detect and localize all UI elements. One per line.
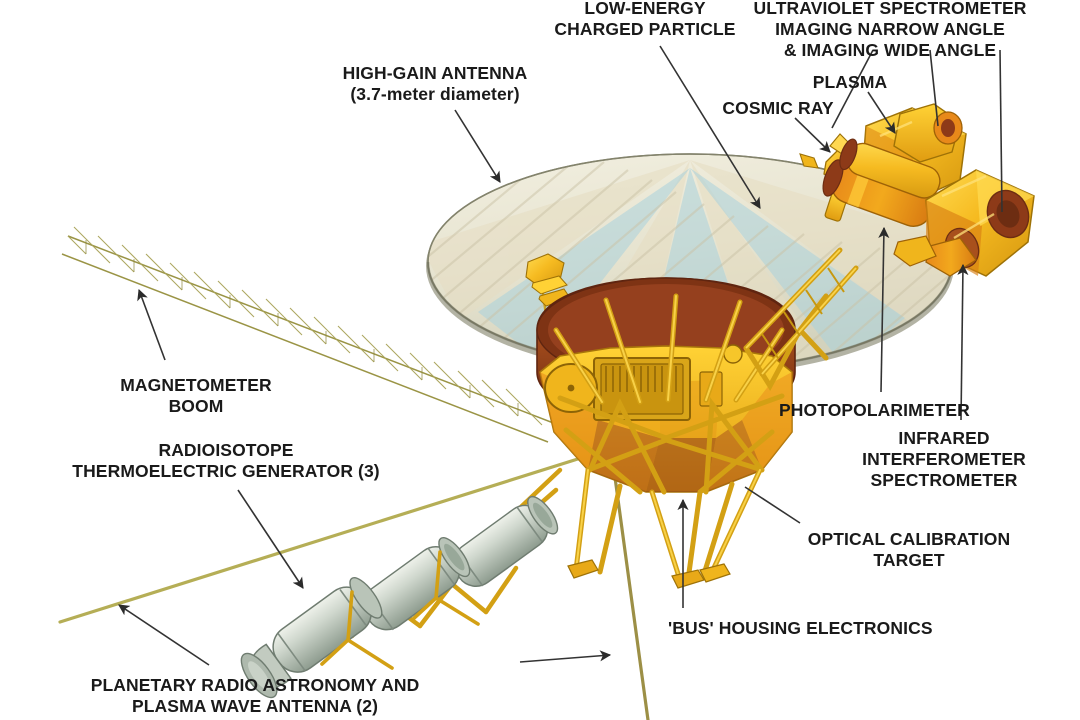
label-line: & IMAGING WIDE ANGLE	[783, 40, 997, 60]
label-line: INTERFEROMETER	[862, 449, 1026, 469]
label-line: MAGNETOMETER	[120, 375, 272, 395]
label-cosmic-ray: COSMIC RAY	[722, 98, 833, 119]
label-line: INFRARED	[898, 428, 990, 448]
pra-pws-antennas	[58, 450, 650, 720]
label-line: PLASMA WAVE ANTENNA (2)	[131, 696, 379, 716]
science-boom	[743, 247, 859, 391]
label-line: TARGET	[873, 550, 945, 570]
label-line: LOW-ENERGY	[584, 0, 706, 18]
label-line: CHARGED PARTICLE	[554, 19, 736, 39]
label-line: PHOTOPOLARIMETER	[779, 400, 970, 420]
label-line: RADIOISOTOPE	[158, 440, 294, 460]
strut-foot-pads	[567, 559, 731, 589]
label-line: 'BUS' HOUSING ELECTRONICS	[668, 618, 933, 638]
label-line: COSMIC RAY	[722, 98, 834, 118]
label-line: BOOM	[168, 396, 224, 416]
label-line: THERMOELECTRIC GENERATOR (3)	[72, 461, 380, 481]
rtg-cylinders	[240, 467, 563, 699]
label-plasma: PLASMA	[813, 72, 888, 93]
optical-calibration-target-plate	[525, 253, 571, 331]
high-gain-antenna-dish	[426, 153, 954, 376]
label-bus-housing-electronics: 'BUS' HOUSING ELECTRONICS	[668, 618, 933, 639]
magnetometer-boom-truss	[61, 226, 557, 443]
label-line: OPTICAL CALIBRATION	[807, 529, 1011, 549]
label-high-gain-antenna: HIGH-GAIN ANTENNA(3.7-meter diameter)	[343, 63, 528, 105]
label-line: HIGH-GAIN ANTENNA	[342, 63, 528, 83]
label-line: ULTRAVIOLET SPECTROMETER	[753, 0, 1027, 18]
label-line: SPECTROMETER	[870, 470, 1018, 490]
label-line: PLANETARY RADIO ASTRONOMY AND	[90, 675, 420, 695]
label-line: IMAGING NARROW ANGLE	[775, 19, 1005, 39]
label-line: (3.7-meter diameter)	[350, 84, 520, 104]
label-line: PLASMA	[812, 72, 888, 92]
label-photopolarimeter: PHOTOPOLARIMETER	[779, 400, 970, 421]
